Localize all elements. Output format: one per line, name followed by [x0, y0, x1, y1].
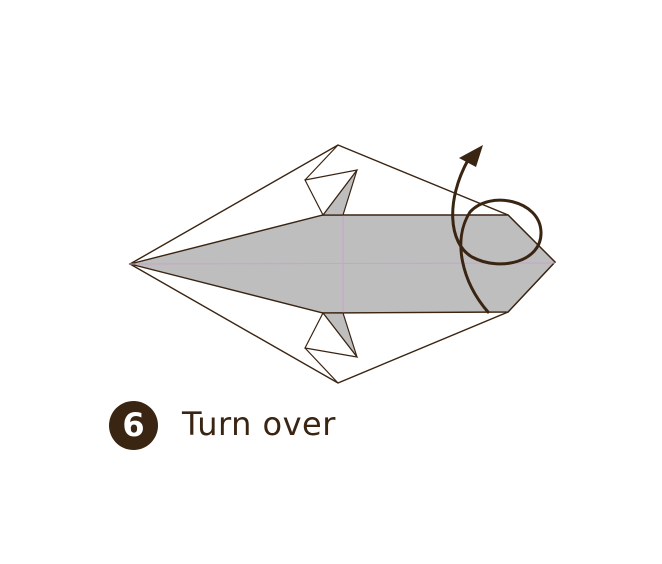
upper-flap	[304, 169, 359, 217]
step-caption: Turn over	[182, 405, 336, 443]
lower-flap	[304, 311, 359, 358]
upper-flap-edge	[304, 144, 339, 181]
step-number-badge: 6	[109, 401, 158, 450]
turn-over-arrow	[451, 158, 543, 314]
lower-flap-edge	[304, 347, 339, 384]
arrow-head-icon	[459, 145, 483, 167]
